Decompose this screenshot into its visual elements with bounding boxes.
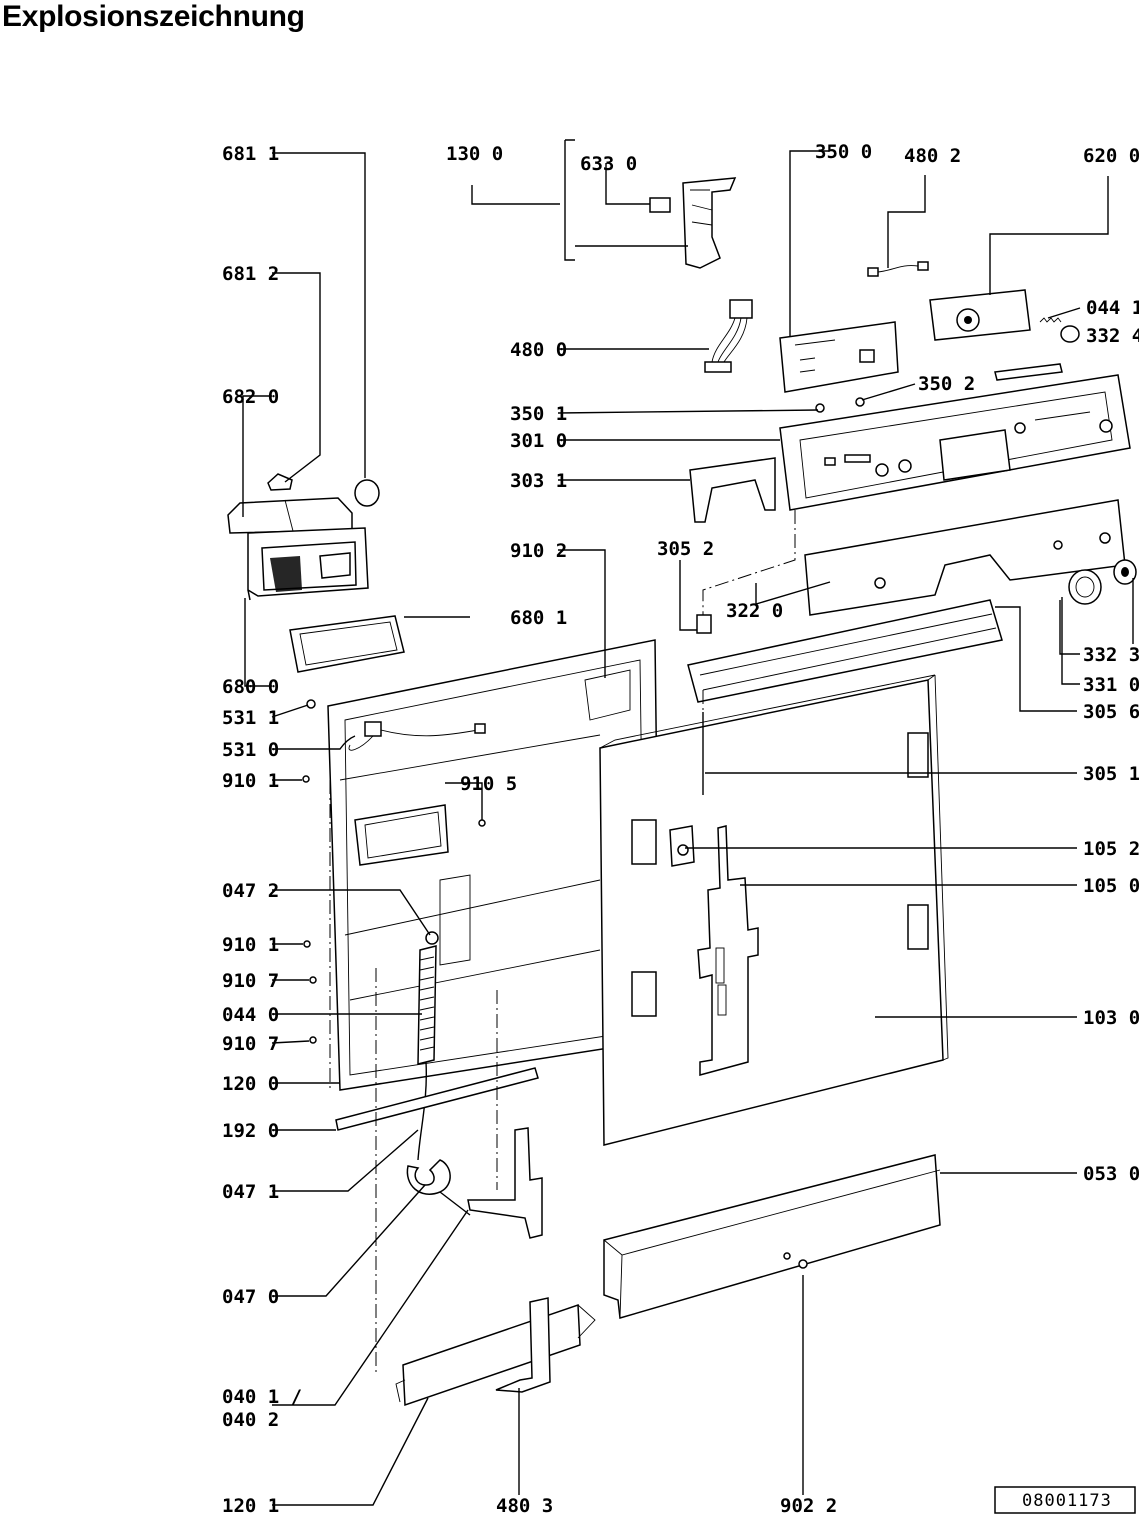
part-633-0-latch xyxy=(649,177,737,269)
part-350-1-button xyxy=(815,403,825,413)
part-120-1-lower-plate xyxy=(395,1303,596,1407)
part-040-hinge xyxy=(467,1127,543,1239)
part-322-0-front-panel xyxy=(804,499,1126,616)
part-681-2-lever xyxy=(267,473,293,491)
part-303-1-bracket xyxy=(689,457,776,523)
part-332-4-knob xyxy=(1060,325,1080,343)
label-305-6: 305 6 xyxy=(1083,701,1139,723)
part-labels: 681 1 681 2 682 0 680 0 531 1 531 0 910 … xyxy=(222,141,1139,1516)
page-title: Explosionszeichnung xyxy=(2,0,305,33)
label-633-0: 633 0 xyxy=(580,153,637,175)
label-682-0: 682 0 xyxy=(222,386,279,408)
part-680-1-gasket xyxy=(289,615,405,673)
part-681-1-plug xyxy=(354,479,380,507)
part-350-0-board xyxy=(779,321,899,393)
label-910-2: 910 2 xyxy=(510,540,567,562)
part-480-3-bracket xyxy=(495,1297,551,1393)
label-040-1: 040 1 / xyxy=(222,1386,302,1408)
label-130-0: 130 0 xyxy=(446,143,503,165)
label-053-0: 053 0 xyxy=(1083,1163,1139,1185)
part-480-0-harness xyxy=(704,299,753,373)
label-332-3: 332 3 xyxy=(1083,644,1139,666)
drawing-number-box: 08001173 xyxy=(994,1486,1136,1514)
part-620-0-timer xyxy=(929,289,1031,341)
part-332-3-knob-cap xyxy=(1113,559,1137,585)
label-105-0: 105 0 xyxy=(1083,875,1139,897)
label-350-0: 350 0 xyxy=(815,141,872,163)
label-531-1: 531 1 xyxy=(222,707,279,729)
part-305-6-handle-bar xyxy=(687,599,1003,703)
part-480-2-cable xyxy=(867,261,929,277)
part-103-0-door-panel xyxy=(599,674,949,1146)
label-305-2: 305 2 xyxy=(657,538,714,560)
part-331-0-knob xyxy=(1068,569,1102,605)
label-910-1-b: 910 1 xyxy=(222,934,279,956)
label-910-1-a: 910 1 xyxy=(222,770,279,792)
label-047-2: 047 2 xyxy=(222,880,279,902)
part-105-0-lock-plate xyxy=(697,825,759,1076)
label-480-0: 480 0 xyxy=(510,339,567,361)
drawing-number: 08001173 xyxy=(1022,1491,1112,1511)
part-047-1-cord xyxy=(417,1061,428,1161)
label-322-0: 322 0 xyxy=(726,600,783,622)
label-332-4: 332 4 xyxy=(1086,325,1139,347)
label-047-0: 047 0 xyxy=(222,1286,279,1308)
label-040-2: 040 2 xyxy=(222,1409,279,1431)
label-680-0: 680 0 xyxy=(222,676,279,698)
label-301-0: 301 0 xyxy=(510,430,567,452)
label-480-3: 480 3 xyxy=(496,1495,553,1516)
label-681-2: 681 2 xyxy=(222,263,279,285)
leader-lines xyxy=(242,139,1134,1506)
part-301-0-control-panel xyxy=(779,374,1131,511)
label-350-1: 350 1 xyxy=(510,403,567,425)
label-350-2: 350 2 xyxy=(918,373,975,395)
label-047-1: 047 1 xyxy=(222,1181,279,1203)
label-902-2: 902 2 xyxy=(780,1495,837,1516)
part-910-5-screw xyxy=(478,819,486,827)
part-682-0-dispenser xyxy=(227,497,369,601)
part-910-1-screw xyxy=(302,775,310,783)
part-044-0-spring xyxy=(417,931,439,1065)
label-910-7-b: 910 7 xyxy=(222,1033,279,1055)
label-681-1: 681 1 xyxy=(222,143,279,165)
label-303-1: 303 1 xyxy=(510,470,567,492)
label-044-1: 044 1 xyxy=(1086,297,1139,319)
label-120-1: 120 1 xyxy=(222,1495,279,1516)
part-192-0-rail xyxy=(335,1067,539,1131)
part-047-0-hinge-bracket xyxy=(406,1159,471,1216)
label-480-2: 480 2 xyxy=(904,145,961,167)
label-331-0: 331 0 xyxy=(1083,674,1139,696)
part-305-2-clip xyxy=(696,614,712,634)
part-350-2-led-strip xyxy=(994,363,1063,381)
part-120-0-door-frame xyxy=(327,639,661,1091)
label-105-2: 105 2 xyxy=(1083,838,1139,860)
part-044-1-spring xyxy=(1039,317,1062,323)
part-531-1-clip xyxy=(306,699,316,709)
label-305-1: 305 1 xyxy=(1083,763,1139,785)
label-192-0: 192 0 xyxy=(222,1120,279,1142)
label-910-7-a: 910 7 xyxy=(222,970,279,992)
label-531-0: 531 0 xyxy=(222,739,279,761)
label-120-0: 120 0 xyxy=(222,1073,279,1095)
label-044-0: 044 0 xyxy=(222,1004,279,1026)
part-105-2-catch xyxy=(669,825,695,867)
label-680-1: 680 1 xyxy=(510,607,567,629)
label-103-0: 103 0 xyxy=(1083,1007,1139,1029)
label-910-5: 910 5 xyxy=(460,773,517,795)
part-910-7-screw xyxy=(309,976,317,984)
part-531-0-wiring xyxy=(348,721,486,751)
part-053-0-kick-plate xyxy=(603,1154,941,1319)
label-620-0: 620 0 xyxy=(1083,145,1139,167)
